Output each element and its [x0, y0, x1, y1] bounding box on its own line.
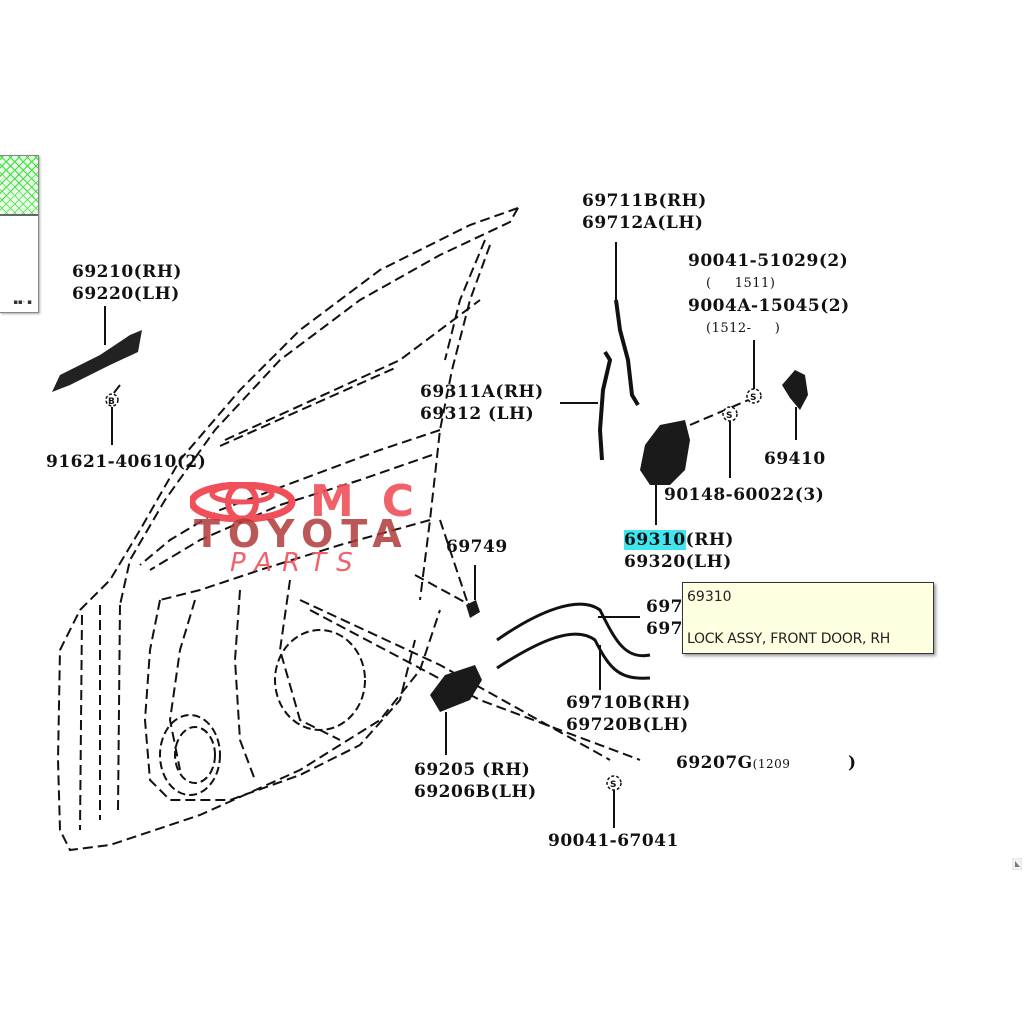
striker-part: [782, 370, 808, 410]
label-bolt2-note: (1512- ): [706, 321, 781, 336]
label-69310-suffix: (RH): [685, 530, 734, 550]
label-69207G[interactable]: 69207G(1209: [676, 753, 790, 774]
label-69410[interactable]: 69410: [764, 449, 826, 469]
weatherstrip-part: [597, 350, 613, 461]
svg-text:S: S: [610, 780, 616, 790]
speaker-outline: [159, 629, 366, 796]
part-shapes: [52, 299, 808, 712]
svg-text:B: B: [108, 397, 115, 407]
label-69710B[interactable]: 69710B(RH): [566, 693, 691, 713]
label-69712A[interactable]: 69712A(LH): [582, 213, 704, 233]
label-69206B[interactable]: 69206B(LH): [414, 782, 537, 802]
part-tooltip: 69310 LOCK ASSY, FRONT DOOR, RH: [682, 582, 934, 654]
label-69720B[interactable]: 69720B(LH): [566, 715, 689, 735]
label-69311A[interactable]: 69311A(RH): [420, 382, 544, 402]
label-91621-40610[interactable]: 91621-40610(2): [46, 452, 207, 472]
label-90148-60022[interactable]: 90148-60022(3): [664, 485, 825, 505]
label-69312[interactable]: 69312 (LH): [420, 404, 535, 424]
label-69320[interactable]: 69320(LH): [624, 552, 732, 572]
scroll-corner-icon[interactable]: [1012, 858, 1022, 870]
label-69210[interactable]: 69210(RH): [72, 262, 182, 282]
thumbnail-viewport[interactable]: [0, 156, 38, 216]
leader-lines: [104, 242, 797, 828]
cable-upper: [496, 602, 651, 658]
label-9004A-15045[interactable]: 9004A-15045(2): [688, 296, 850, 316]
door-outline: [56, 207, 761, 852]
svg-text:S: S: [750, 393, 756, 403]
label-cable-partial-1[interactable]: 697: [646, 597, 683, 617]
label-90041-51029[interactable]: 90041-51029(2): [688, 251, 849, 271]
tooltip-part-code: 69310: [687, 589, 732, 605]
label-69207G-note: (1209: [752, 757, 791, 771]
inside-handle-part: [430, 665, 482, 712]
lock-assy-part: [640, 420, 690, 485]
label-69207G-code[interactable]: 69207G: [676, 753, 753, 773]
label-69711B[interactable]: 69711B(RH): [582, 191, 707, 211]
label-69207G-close: ): [848, 753, 857, 773]
thumbnail-caption: ▪▪· ▪: [13, 298, 32, 306]
label-90041-67041[interactable]: 90041-67041: [548, 831, 679, 851]
label-69220[interactable]: 69220(LH): [72, 284, 180, 304]
rod-part: [614, 299, 640, 407]
label-bolt1-note: ( 1511): [706, 276, 776, 291]
label-69749[interactable]: 69749: [446, 537, 508, 557]
screw-symbols: [105, 388, 762, 791]
label-cable-partial-2[interactable]: 697: [646, 619, 683, 639]
screw-letters: B S S S: [108, 393, 756, 790]
cable-lower: [496, 632, 651, 680]
tooltip-part-description: LOCK ASSY, FRONT DOOR, RH: [687, 631, 891, 647]
label-69205[interactable]: 69205 (RH): [414, 760, 531, 780]
thumbnail-navigator[interactable]: ▪▪· ▪: [0, 155, 39, 313]
outside-handle-part: [52, 330, 142, 392]
clip-part: [466, 600, 480, 618]
label-69310-code[interactable]: 69310: [624, 530, 686, 550]
svg-text:S: S: [726, 411, 732, 421]
label-69310[interactable]: 69310(RH): [624, 530, 734, 551]
